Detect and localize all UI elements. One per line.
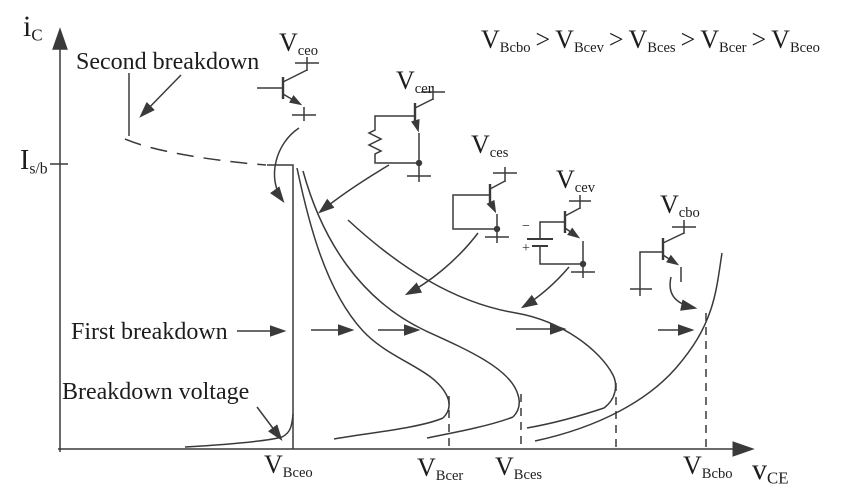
breakdown-voltage-pointer-arrow [257, 407, 283, 441]
vcer-characteristic-curve [297, 168, 449, 418]
vcev-leakage-curve [527, 408, 604, 428]
vceo-circuit [257, 57, 319, 121]
vces-leakage-curve [427, 417, 513, 438]
vcer-circuit-label: Vcer [396, 66, 433, 98]
npn-emitter-arrow [565, 228, 581, 239]
greater-than: > [680, 25, 696, 54]
junction-dot [579, 260, 587, 268]
vceo-leakage-curve [185, 414, 293, 447]
collector-terminal-cross [490, 167, 517, 189]
isb-label: Is/b [20, 145, 48, 178]
vcev-circuit [527, 195, 595, 278]
battery-plus-sign: + [522, 241, 530, 256]
npn-emitter-arrow [411, 119, 420, 133]
inequality-term: VBcer [700, 25, 747, 57]
greater-than: > [751, 25, 767, 54]
vces-circuit [453, 167, 517, 243]
vceo-circuit-label: Vceo [279, 28, 318, 60]
second-breakdown-dashed-curve [125, 139, 266, 165]
x-axis-label: vCE [752, 453, 789, 488]
vcbo-circuit-label: Vcbo [660, 190, 700, 222]
x-tick-vbcbo: VBcbo [683, 451, 733, 483]
vces-circuit-label: Vces [471, 130, 509, 162]
npn-emitter-arrow [283, 94, 303, 106]
vcer-pointer-arrow [318, 165, 389, 214]
junction-dot [415, 159, 423, 167]
breakdown-voltage-inequality: VBcbo>VBcev>VBces>VBcer>VBceo [481, 27, 820, 56]
battery-minus-sign: − [522, 219, 530, 234]
vces-characteristic-curve [303, 171, 519, 417]
vcbo-characteristic-curve [535, 253, 722, 441]
second-breakdown-label: Second breakdown [76, 49, 260, 75]
resistor-symbol [369, 116, 419, 163]
base-battery-wire [540, 222, 583, 264]
emitter-terminal-cross [292, 107, 316, 121]
vces-pointer-arrow [404, 233, 478, 296]
x-tick-vbces: VBces [495, 452, 543, 484]
x-tick-vbcer: VBcer [417, 453, 464, 485]
collector-terminal-cross [565, 195, 591, 216]
npn-emitter-arrow [663, 255, 680, 266]
emitter-terminal-cross [571, 241, 595, 278]
vcev-characteristic-curve [348, 220, 616, 408]
vceo-pointer-arrow [270, 128, 299, 203]
collector-terminal-cross [415, 86, 445, 108]
inequality-term: VBcbo [481, 25, 531, 57]
collector-terminal-cross [663, 220, 696, 243]
inequality-term: VBceo [771, 25, 820, 57]
breakdown-voltage-label: Breakdown voltage [62, 379, 250, 405]
battery-symbol [527, 239, 553, 246]
vcbo-circuit [630, 220, 696, 296]
greater-than: > [535, 25, 551, 54]
y-axis-label: iC [23, 10, 43, 45]
first-breakdown-label: First breakdown [71, 319, 228, 345]
junction-dot [493, 225, 501, 233]
vcev-circuit-label: Vcev [556, 165, 595, 197]
greater-than: > [608, 25, 624, 54]
base-terminal-cross [630, 252, 663, 296]
second-breakdown-pointer-arrow [139, 75, 181, 118]
vcev-pointer-arrow [520, 267, 569, 309]
collector-terminal-cross [283, 57, 319, 82]
vcbo-pointer-arrow [670, 277, 698, 311]
npn-emitter-arrow [486, 199, 497, 214]
vcer-leakage-curve [334, 418, 443, 439]
vcer-circuit [369, 86, 445, 182]
vceo-characteristic-curve [267, 165, 293, 449]
inequality-term: VBcev [555, 25, 604, 57]
emitter-terminal-cross [407, 133, 431, 182]
inequality-term: VBces [628, 25, 676, 57]
base-emitter-short-wire [453, 195, 497, 229]
x-tick-vbceo: VBceo [264, 450, 313, 482]
